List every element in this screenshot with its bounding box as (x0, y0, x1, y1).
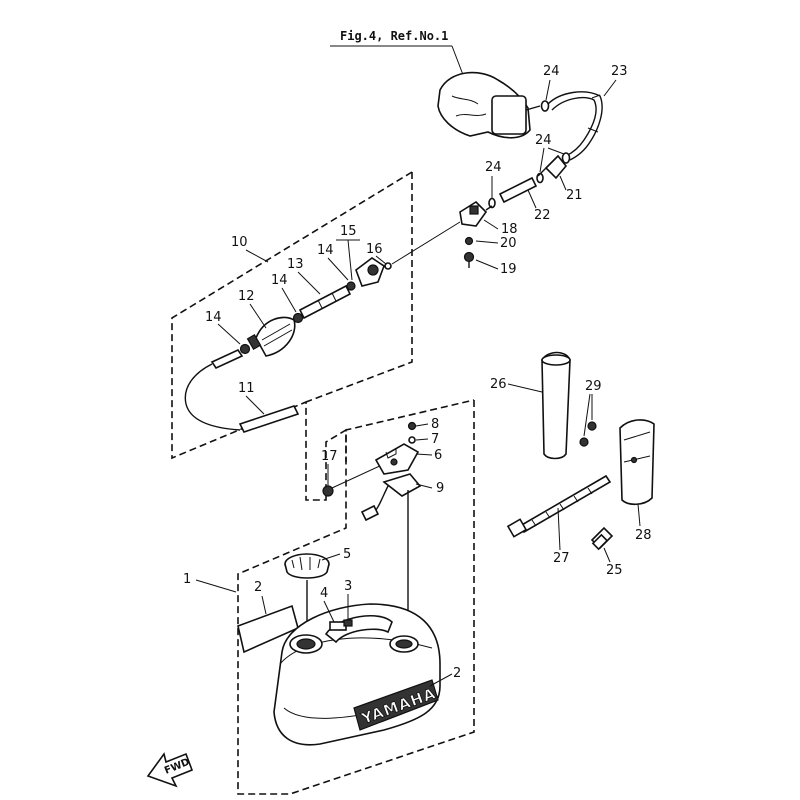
fuel-cock-18 (459, 200, 493, 227)
screw-8 (407, 421, 417, 431)
fuel-hose-22 (498, 176, 538, 204)
clip-14-a (239, 343, 251, 355)
callout-15: 15 (340, 224, 357, 239)
callout-14-b: 14 (271, 273, 288, 288)
clip-17 (322, 485, 334, 497)
callout-28: 28 (635, 528, 652, 543)
callout-24-a: 24 (543, 64, 560, 79)
callout-27: 27 (553, 551, 570, 566)
clip-14-c (346, 281, 356, 291)
fuel-joint-6 (374, 443, 420, 475)
callout-11: 11 (238, 381, 255, 396)
callout-1: 1 (183, 572, 191, 587)
bracket-28 (619, 419, 655, 506)
callout-26: 26 (490, 377, 507, 392)
washer-7 (408, 436, 416, 444)
primer-bulb-12 (246, 316, 296, 357)
callout-12: 12 (238, 289, 255, 304)
callout-10: 10 (231, 235, 248, 250)
callout-labels: 1 2 2 3 4 5 6 7 8 9 10 11 12 (183, 64, 652, 687)
tank-cap-5 (284, 553, 330, 636)
hose-13 (298, 284, 352, 320)
clip-24-b (561, 152, 571, 164)
screw-29-a (587, 421, 597, 431)
hose-11 (184, 348, 300, 433)
callout-24-c: 24 (485, 160, 502, 175)
washer-20 (464, 236, 474, 246)
callout-14-c: 14 (317, 243, 334, 258)
callout-29: 29 (585, 379, 602, 394)
callout-14-a: 14 (205, 310, 222, 325)
clip-14-b (292, 312, 304, 324)
callout-4: 4 (320, 586, 328, 601)
assembly-leader (391, 221, 461, 265)
fwd-arrow: FWD (146, 752, 194, 788)
carburetor-outline (437, 71, 541, 139)
tank-group-1-boundary (237, 399, 475, 795)
callout-18: 18 (501, 222, 518, 237)
callout-23: 23 (611, 64, 628, 79)
callout-20: 20 (500, 236, 517, 251)
bolt-19 (463, 251, 475, 268)
strap-27 (506, 474, 612, 538)
callout-5: 5 (343, 547, 351, 562)
clip-24-a (540, 100, 550, 112)
callout-21: 21 (566, 188, 583, 203)
callout-8: 8 (431, 417, 439, 432)
callout-13: 13 (287, 257, 304, 272)
connector-15 (355, 257, 392, 287)
assembly-group-10-boundary (171, 171, 413, 501)
callout-2-left: 2 (254, 580, 262, 595)
joint-21 (537, 154, 568, 180)
callout-9: 9 (436, 481, 444, 496)
leader-17-to-6 (331, 463, 385, 489)
callout-16: 16 (366, 242, 383, 257)
callout-3: 3 (344, 579, 352, 594)
sleeve-26 (541, 351, 571, 460)
callout-19: 19 (500, 262, 517, 277)
brand-plate-2 (353, 679, 439, 731)
assembly-group-10-boundary-right (305, 172, 413, 403)
callout-2-right: 2 (453, 666, 461, 681)
callout-7: 7 (431, 432, 439, 447)
fuel-hose-23 (547, 91, 603, 161)
callout-6: 6 (434, 448, 442, 463)
fitting-25 (590, 526, 614, 551)
callout-22: 22 (534, 208, 551, 223)
reference-callout: Fig.4, Ref.No.1 (330, 29, 466, 81)
callout-24-b: 24 (535, 133, 552, 148)
callout-17: 17 (321, 449, 338, 464)
reference-label: Fig.4, Ref.No.1 (340, 29, 448, 43)
callout-25: 25 (606, 563, 623, 578)
fuel-tank-body: YAMAHA (273, 603, 441, 746)
screw-29-b (579, 437, 589, 447)
vent-screw-3 (343, 619, 353, 627)
clip-24-d (488, 197, 496, 209)
